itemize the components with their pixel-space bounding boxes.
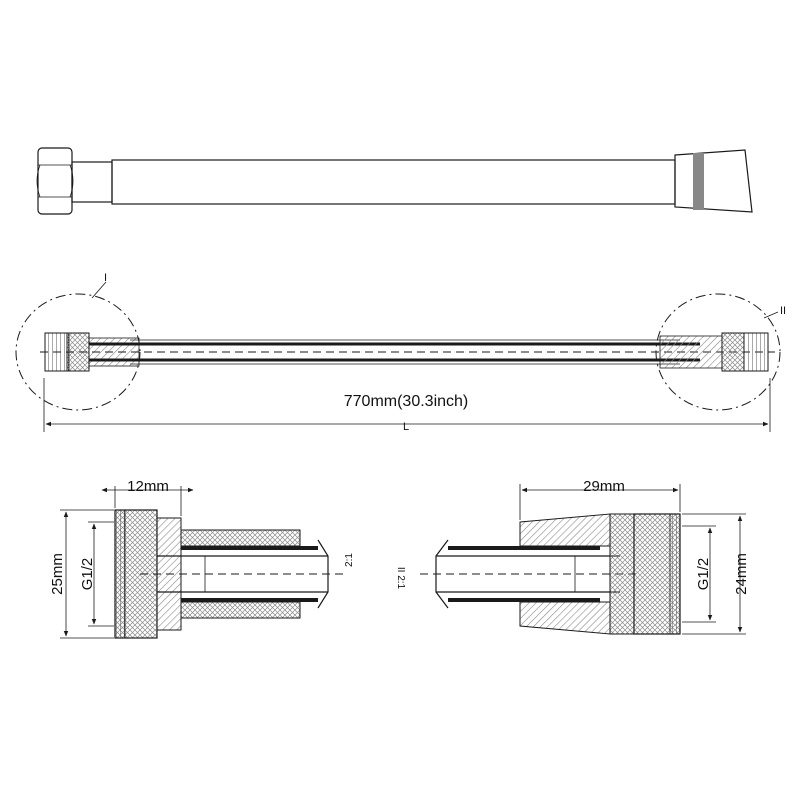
hose-sectional-view: I II 770mm(30.3inch) L (15, 272, 786, 433)
length-symbol-label: L (403, 421, 409, 433)
section-tube (40, 339, 775, 365)
left-thread-label: G1/2 (79, 558, 96, 591)
left-nut-width-label: 12mm (127, 478, 169, 495)
overall-length-label: 770mm(30.3inch) (344, 393, 469, 410)
detail-callout-right: II (780, 305, 786, 317)
hose-body (111, 159, 676, 205)
hex-nut-left (36, 147, 74, 215)
hose-external-view (36, 147, 753, 215)
overall-length-dimension: 770mm(30.3inch) L (43, 378, 771, 433)
right-thread-label: G1/2 (695, 558, 712, 591)
ferrule-left (71, 161, 113, 203)
section-fitting-right (659, 332, 769, 372)
detail-callout-left: I (104, 272, 107, 284)
right-outer-diameter-label: 24mm (733, 553, 750, 595)
left-outer-diameter-label: 25mm (49, 553, 66, 595)
detail-left-view: 12mm 25mm G1/2 2:1 (49, 478, 355, 639)
right-scale-label: II 2:1 (395, 567, 406, 590)
right-fitting-length-label: 29mm (583, 478, 625, 495)
detail-circle-left (15, 293, 141, 411)
color-band (693, 153, 704, 210)
detail-right-view: 29mm G1/2 24mm II 2:1 (395, 478, 750, 635)
cone-fitting-right (674, 149, 753, 213)
left-scale-label: 2:1 (344, 553, 355, 567)
